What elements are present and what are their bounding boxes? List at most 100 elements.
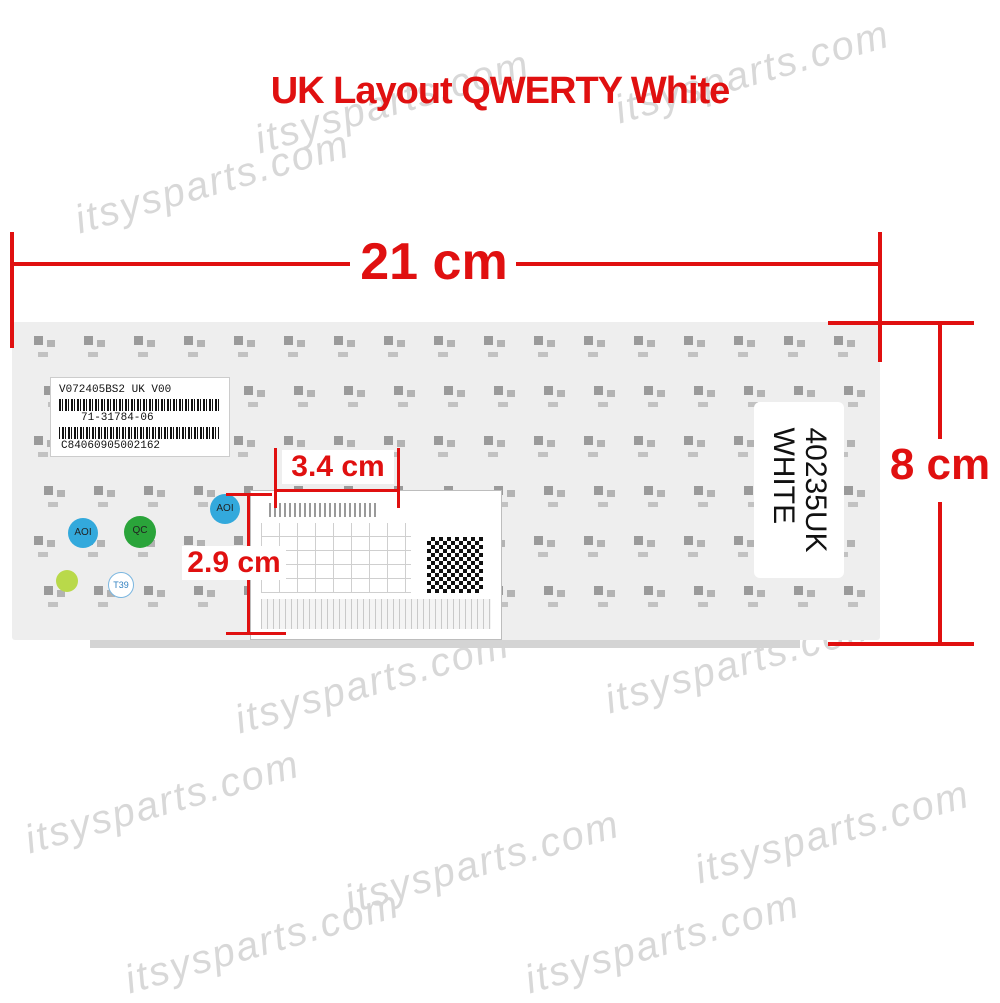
key-hole [634,436,655,457]
key-hole [684,436,705,457]
connector-width-label: 3.4 cm [282,450,394,484]
key-hole [544,586,565,607]
key-hole [144,586,165,607]
aoi-sticker: AOI [210,494,240,524]
barcode-label: V072405BS2 UK V00 71-31784-06 C840609050… [50,377,230,457]
key-hole [594,586,615,607]
height-dimension-lower-line [938,502,942,644]
height-dimension-bottom-tick [828,642,974,646]
ribbon-cable [250,490,502,640]
aoi-sticker: AOI [68,518,98,548]
label-line-1: V072405BS2 UK V00 [59,384,172,396]
page-title: UK Layout QWERTY White [270,70,731,112]
model-text: 40235UK WHITE [767,427,832,553]
key-hole [34,536,55,557]
key-hole [434,436,455,457]
watermark: itsysparts.com [520,881,805,1003]
key-hole [34,336,55,357]
key-hole [594,486,615,507]
key-hole [394,386,415,407]
height-dimension-upper-line [938,323,942,439]
key-hole [184,336,205,357]
key-hole [534,536,555,557]
watermark: itsysparts.com [20,741,305,863]
key-hole [644,386,665,407]
connector-width-left-tick [274,448,277,508]
key-hole [484,436,505,457]
key-hole [744,586,765,607]
qr-code [427,537,483,593]
watermark: itsysparts.com [690,771,975,893]
key-hole [384,336,405,357]
key-hole [584,436,605,457]
watermark: itsysparts.com [120,881,405,1003]
qc-sticker: QC [124,516,156,548]
width-dimension-left-line [12,262,350,266]
key-hole [684,336,705,357]
ribbon-traces [261,599,491,629]
key-hole [844,486,865,507]
key-hole [694,586,715,607]
key-hole [594,386,615,407]
key-hole [234,336,255,357]
key-hole [584,536,605,557]
key-hole [44,586,65,607]
connector-height-top-tick [226,493,272,496]
key-hole [434,336,455,357]
key-hole [634,536,655,557]
key-hole [634,336,655,357]
width-dimension-left-tick [10,232,14,348]
key-hole [784,336,805,357]
key-hole [134,336,155,357]
key-hole [234,436,255,457]
connector-width-right-tick [397,448,400,508]
key-hole [734,436,755,457]
height-dimension-top-tick [828,321,974,325]
connector-height-bottom-tick [226,632,286,635]
key-hole [734,336,755,357]
key-hole [644,586,665,607]
key-hole [544,386,565,407]
label-line-3: C84060905002162 [61,440,161,452]
key-hole [844,386,865,407]
key-hole [684,536,705,557]
key-hole [94,486,115,507]
barcode-2 [59,427,219,439]
key-hole [794,586,815,607]
key-hole [644,486,665,507]
width-dimension-right-line [516,262,880,266]
connector-width-line [275,489,399,492]
key-hole [844,586,865,607]
model-code: 40235UK [799,427,832,553]
key-hole [544,486,565,507]
key-hole [694,486,715,507]
model-color: WHITE [767,427,800,525]
key-hole [744,386,765,407]
watermark: itsysparts.com [70,121,355,243]
key-hole [194,586,215,607]
keyboard-photo: V072405BS2 UK V00 71-31784-06 C840609050… [12,322,880,640]
key-hole [244,386,265,407]
key-hole [534,436,555,457]
inspection-dot [56,570,78,592]
height-label: 8 cm [889,440,991,489]
key-hole [484,336,505,357]
label-line-2: 71-31784-06 [81,412,154,424]
key-hole [144,486,165,507]
key-hole [444,386,465,407]
board-edge [90,640,800,648]
key-hole [284,336,305,357]
key-hole [44,486,65,507]
width-label: 21 cm [360,233,508,291]
model-sticker: 40235UK WHITE [754,402,844,578]
key-hole [534,336,555,357]
width-dimension-right-tick [878,232,882,362]
key-hole [84,336,105,357]
warranty-grid [261,523,411,593]
key-hole [694,386,715,407]
key-hole [194,486,215,507]
t39-sticker: T39 [108,572,134,598]
key-hole [494,386,515,407]
key-hole [584,336,605,357]
barcode-1 [59,399,219,411]
